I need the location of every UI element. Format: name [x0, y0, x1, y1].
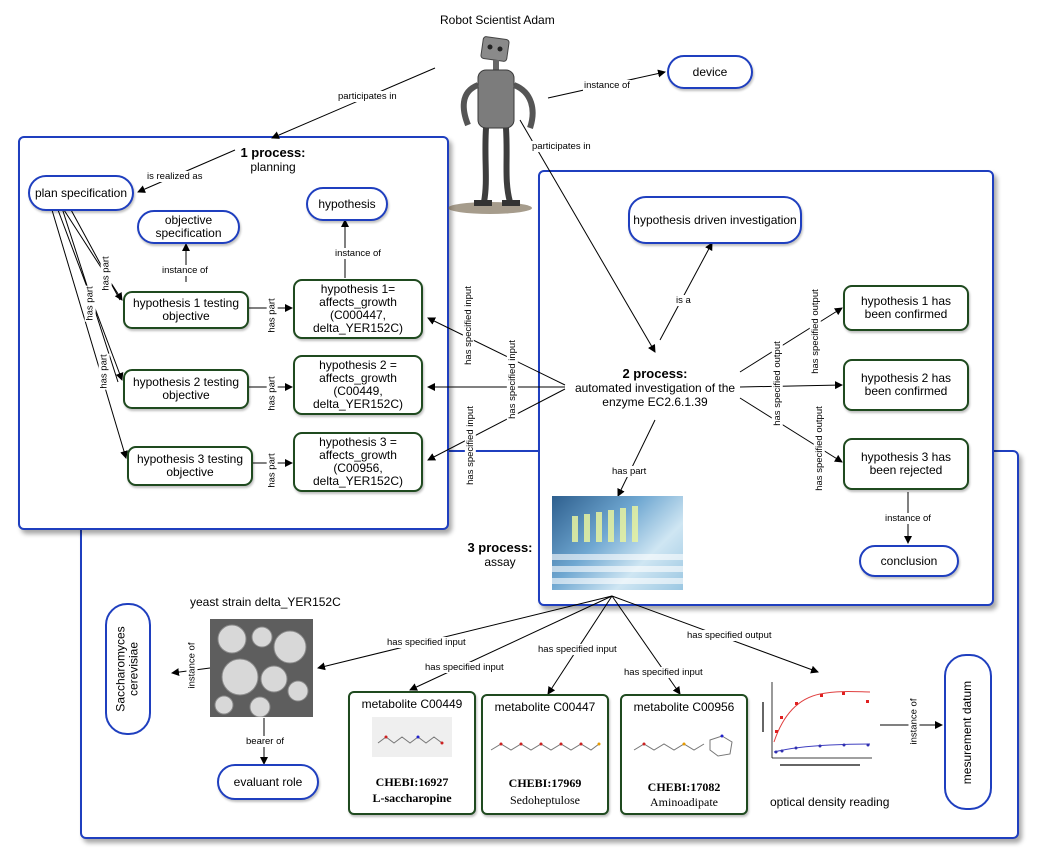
chebi-id: CHEBI:17082	[647, 780, 721, 794]
process-3-title: 3 process:assay	[467, 540, 533, 570]
metabolite-name: L-saccharopine	[372, 791, 452, 805]
metabolite-name: Sedoheptulose	[510, 793, 580, 807]
hypothesis-1-confirmed-node: hypothesis 1 has been confirmed	[843, 285, 969, 331]
saccharomyces-cerevisiae-node: Saccharomyces cerevisiae	[105, 603, 151, 735]
measurement-datum-node: mesurement datum	[944, 654, 992, 810]
molecule-structure	[490, 742, 601, 751]
hypothesis-2-objective-node: hypothesis 2 testing objective	[123, 369, 249, 409]
hypothesis-1-objective-node: hypothesis 1 testing objective	[123, 291, 249, 329]
molecule-structure	[633, 734, 733, 757]
edge-label-instance-of: instance of	[334, 248, 382, 259]
robot-image	[440, 30, 545, 215]
chebi-id: CHEBI:16927	[375, 775, 449, 789]
chebi-id: CHEBI:17969	[508, 776, 582, 790]
metabolite-name: Aminoadipate	[650, 795, 718, 809]
edge-label-has-part: has part	[266, 452, 278, 489]
edge-label-is-a: is a	[675, 295, 692, 306]
process-1-title: 1 process:planning	[240, 145, 306, 175]
device-node: device	[667, 55, 753, 89]
edge-label-has-specified-input: has specified input	[424, 662, 505, 673]
hypothesis-node: hypothesis	[306, 187, 388, 221]
edge-label-has-specified-output: has specified output	[809, 288, 821, 375]
edge-label-has-specified-output: has specified output	[813, 405, 825, 492]
yeast-micrograph	[210, 619, 313, 717]
edge-label-has-specified-input: has specified input	[623, 667, 704, 678]
assay-photo	[552, 496, 683, 590]
robot-title: Robot Scientist Adam	[440, 13, 555, 27]
metabolite-card: metabolite C00449 CHEBI:16927 L-saccharo…	[348, 691, 476, 815]
edge-label-instance-of: instance of	[884, 513, 932, 524]
objective-specification-node: objective specification	[137, 210, 240, 244]
optical-density-caption: optical density reading	[770, 795, 890, 809]
edge-label-has-specified-input: has specified input	[506, 339, 518, 420]
hypothesis-1-node: hypothesis 1= affects_growth (C000447, d…	[293, 279, 423, 339]
edge-label-has-part: has part	[84, 285, 96, 322]
edge-label-instance-of: instance of	[161, 265, 209, 276]
edge-label-has-part: has part	[611, 466, 648, 477]
edge-label-instance-of: instance of	[908, 697, 920, 746]
edge-label-has-part: has part	[266, 375, 278, 412]
metabolite-title: metabolite C00956	[633, 700, 735, 714]
edge-label-has-part: has part	[98, 353, 110, 390]
conclusion-node: conclusion	[859, 545, 959, 577]
edge-label-has-specified-output: has specified output	[771, 340, 783, 427]
edge-label-has-specified-input: has specified input	[386, 637, 467, 648]
hypothesis-driven-investigation-node: hypothesis driven investigation	[628, 196, 802, 244]
optical-density-plot	[760, 672, 878, 772]
edge-label-has-specified-input: has specified input	[462, 285, 474, 366]
hypothesis-2-node: hypothesis 2 = affects_growth (C00449, d…	[293, 355, 423, 415]
hypothesis-2-confirmed-node: hypothesis 2 has been confirmed	[843, 359, 969, 411]
edge-label-participates-in: participates in	[337, 91, 398, 102]
molecule-structure	[372, 717, 452, 757]
metabolite-card: metabolite C00447 CHEBI:17969 Sedoheptul…	[481, 694, 609, 815]
hypothesis-3-objective-node: hypothesis 3 testing objective	[127, 446, 253, 486]
edge-label-has-specified-output: has specified output	[686, 630, 773, 641]
edge-label-has-part: has part	[100, 255, 112, 292]
metabolite-title: metabolite C00447	[494, 700, 596, 714]
edge-label-has-specified-input: has specified input	[464, 405, 476, 486]
edge-label-participates-in: participates in	[531, 141, 592, 152]
plan-specification-node: plan specification	[28, 175, 134, 211]
edge-label-has-part: has part	[266, 297, 278, 334]
edge-label-is-realized-as: is realized as	[146, 171, 204, 182]
edge-label-instance-of: instance of	[583, 80, 631, 91]
metabolite-card: metabolite C00956 CHEBI:17082 Aminoadipa…	[620, 694, 748, 815]
process-2-title: 2 process:automated investigation of the…	[574, 366, 736, 410]
edge-label-bearer-of: bearer of	[245, 736, 286, 747]
evaluant-role-node: evaluant role	[217, 764, 319, 800]
hypothesis-3-node: hypothesis 3 = affects_growth (C00956, d…	[293, 432, 423, 492]
metabolite-title: metabolite C00449	[361, 697, 463, 711]
edge-label-has-specified-input: has specified input	[537, 644, 618, 655]
edge-label-instance-of: instance of	[186, 641, 198, 690]
hypothesis-3-rejected-node: hypothesis 3 has been rejected	[843, 438, 969, 490]
yeast-strain-title: yeast strain delta_YER152C	[190, 595, 341, 609]
